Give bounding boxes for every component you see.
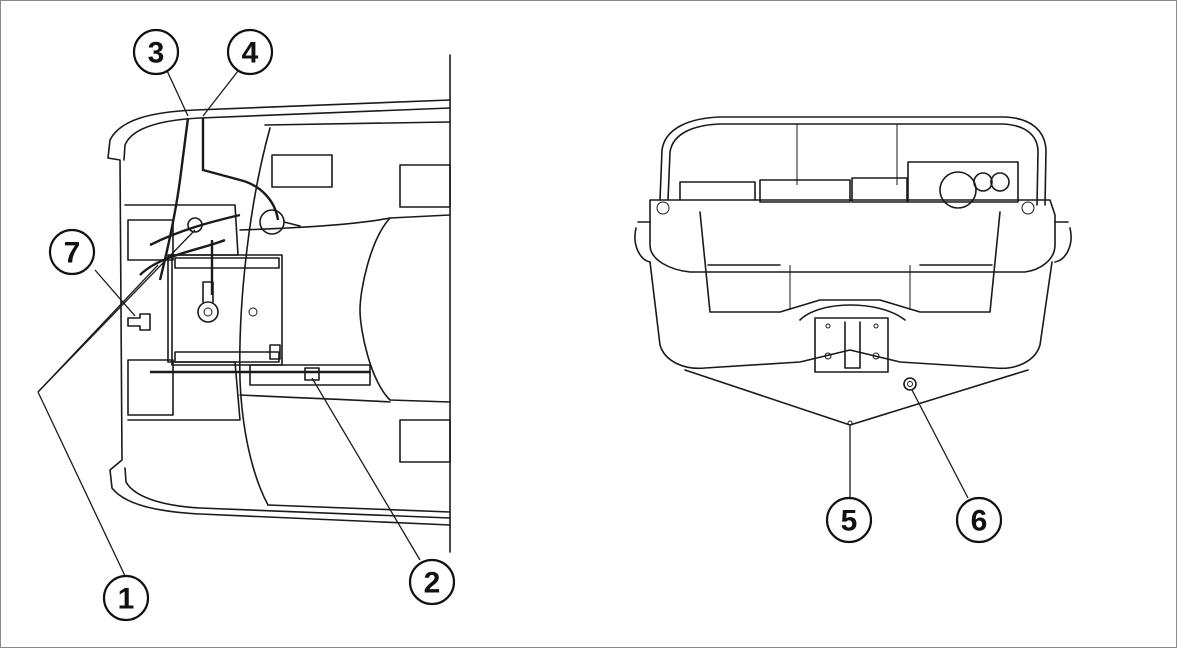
callout-7: 7 [48, 228, 96, 276]
leader-lines-left [37, 61, 421, 579]
callout-5-label: 5 [841, 505, 858, 538]
callout-1-label: 1 [118, 583, 135, 616]
callout-4-label: 4 [242, 37, 259, 70]
callout-1: 1 [102, 574, 150, 622]
callout-6: 6 [955, 496, 1003, 544]
callout-3: 3 [132, 28, 180, 76]
callout-3-label: 3 [148, 37, 165, 70]
callout-7-label: 7 [64, 237, 81, 270]
callout-4: 4 [226, 28, 274, 76]
leader-lines-right [849, 389, 969, 499]
callout-6-label: 6 [971, 505, 988, 538]
stern-rear-view [634, 116, 1072, 426]
stern-top-view [107, 54, 451, 553]
callout-2-label: 2 [424, 567, 441, 600]
callout-5: 5 [825, 496, 873, 544]
callout-2: 2 [408, 558, 456, 606]
